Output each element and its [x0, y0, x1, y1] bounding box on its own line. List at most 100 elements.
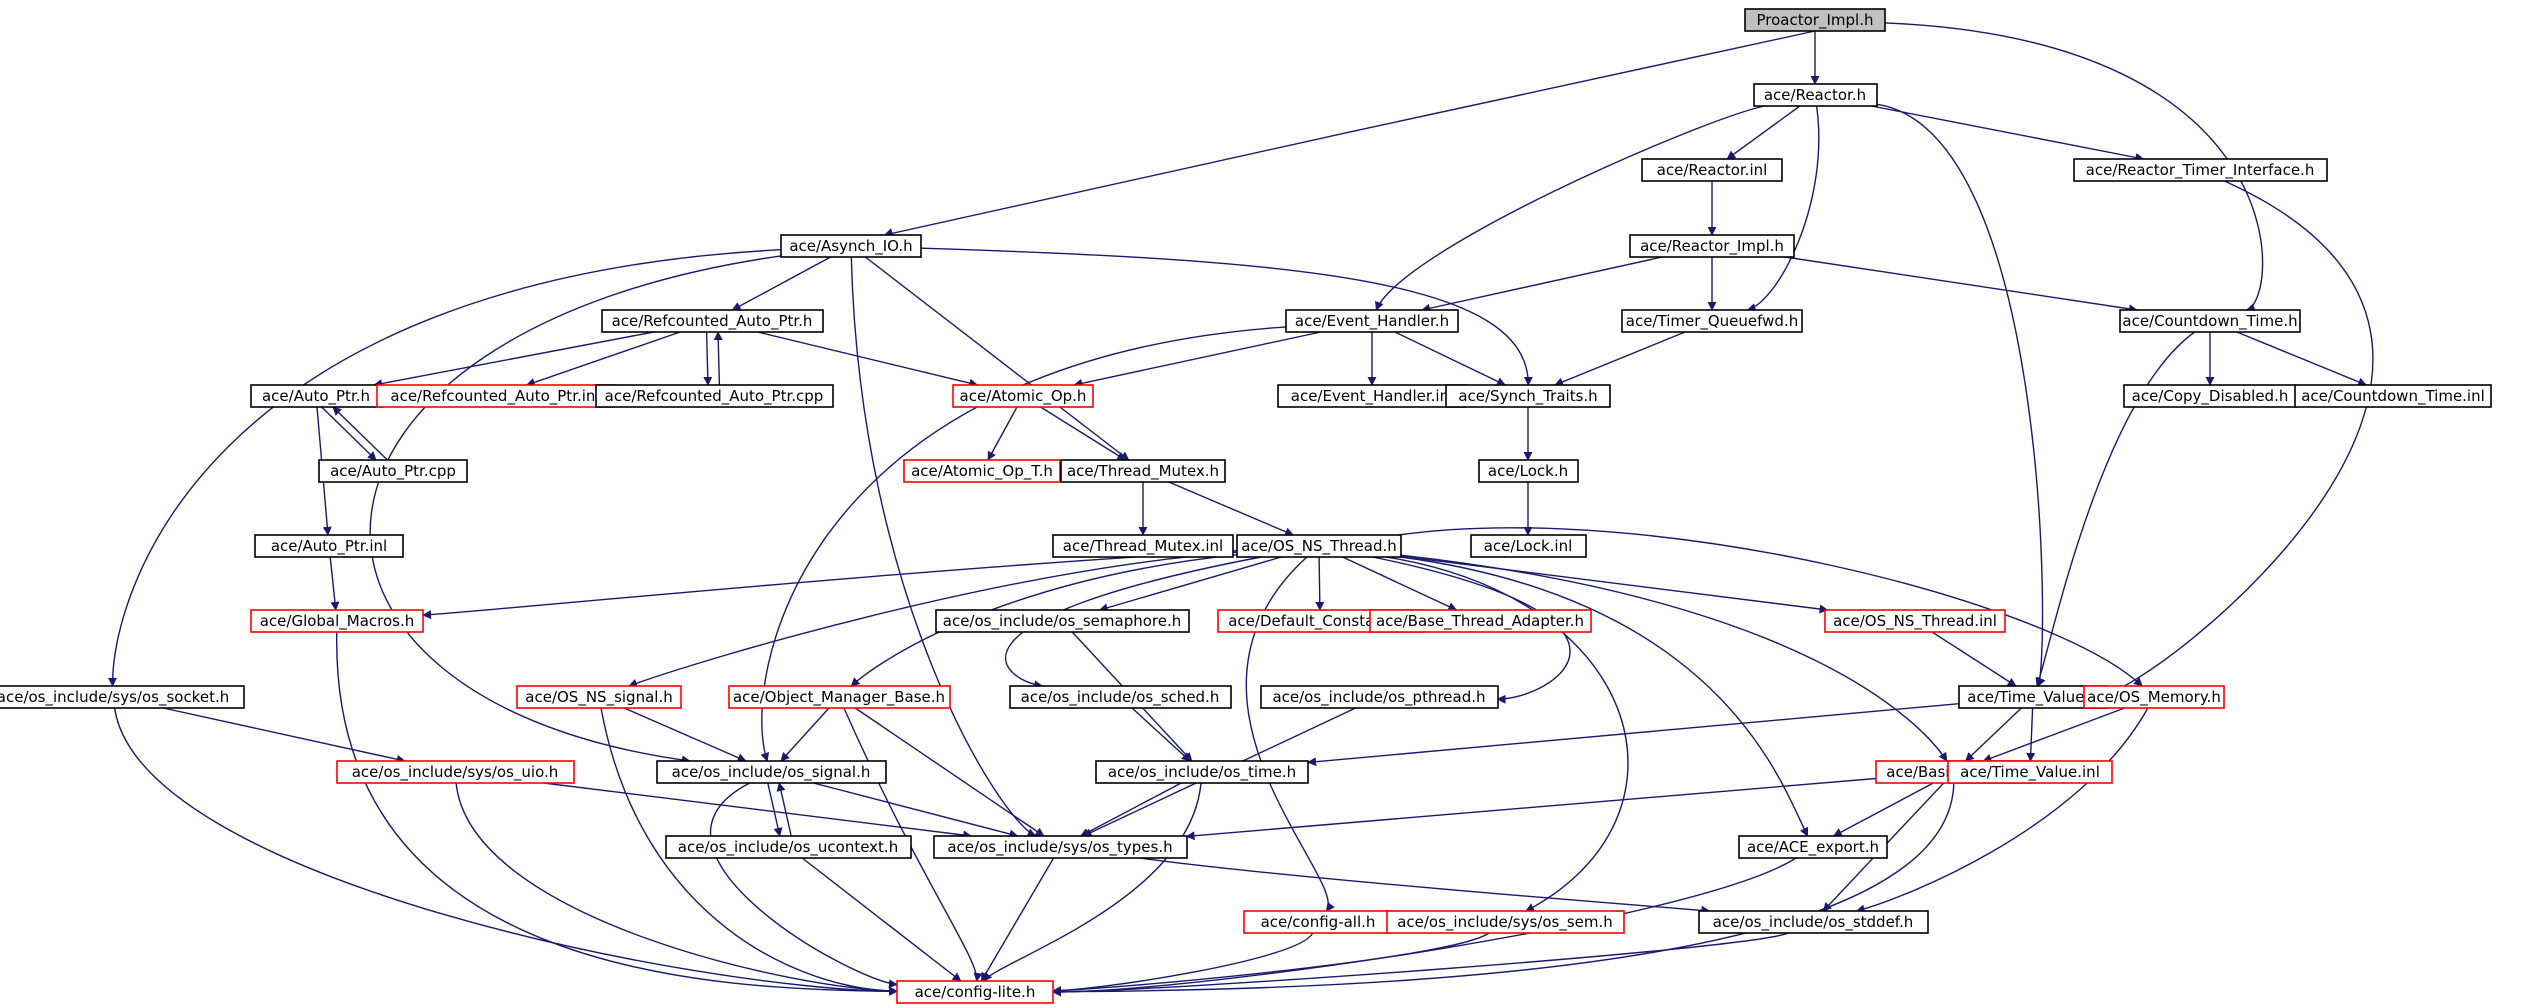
edge-os-ns-signal-to-os-signal [623, 707, 747, 762]
graph-node-reactor-inl[interactable]: ace/Reactor.inl [1641, 158, 1783, 182]
node-box [0, 685, 245, 709]
node-label: ace/os_include/os_pthread.h [1272, 688, 1485, 707]
node-box [1641, 158, 1783, 182]
edge-os-ns-thread-inl-to-time-value [1931, 631, 2017, 687]
edge-event-handler-to-os-signal [760, 326, 1287, 762]
node-label: ace/Atomic_Op.h [960, 387, 1087, 406]
graph-node-reactor-timer-interface[interactable]: ace/Reactor_Timer_Interface.h [2073, 158, 2328, 182]
graph-node-auto-ptr-cpp[interactable]: ace/Auto_Ptr.cpp [318, 459, 468, 483]
graph-node-auto-ptr[interactable]: ace/Auto_Ptr.h [250, 384, 383, 408]
graph-node-reactor[interactable]: ace/Reactor.h [1753, 83, 1878, 107]
node-label: ace/os_include/os_stddef.h [1713, 913, 1914, 932]
edge-proactor-impl-to-asynch-io [883, 30, 1816, 237]
graph-node-os-sem[interactable]: ace/os_include/sys/os_sem.h [1386, 910, 1625, 934]
graph-node-os-ns-thread[interactable]: ace/OS_NS_Thread.h [1236, 534, 1402, 558]
edge-os-sched-to-os-time [1131, 707, 1191, 762]
node-box [933, 835, 1188, 859]
node-label: ace/Time_Value.h [1967, 688, 2098, 707]
edge-os-ucontext-to-os-signal [776, 782, 792, 837]
graph-node-reactor-impl[interactable]: ace/Reactor_Impl.h [1629, 234, 1795, 258]
graph-node-os-ns-thread-inl[interactable]: ace/OS_NS_Thread.inl [1824, 609, 2006, 633]
edge-os-signal-to-os-ucontext [767, 782, 783, 837]
graph-node-global-macros[interactable]: ace/Global_Macros.h [250, 609, 424, 633]
node-label: ace/Refcounted_Auto_Ptr.cpp [605, 387, 824, 406]
edge-refcounted-auto-ptr-to-auto-ptr [373, 331, 655, 388]
graph-node-timer-queuefwd[interactable]: ace/Timer_Queuefwd.h [1621, 309, 1803, 333]
edge-thread-mutex-to-os-ns-thread [1168, 481, 1295, 536]
node-box [1369, 609, 1592, 633]
edge-reactor-to-timer-queuefwd [1746, 105, 1820, 312]
node-label: ace/Reactor_Impl.h [1640, 237, 1784, 256]
edge-asynch-io-to-os-signal [369, 255, 782, 765]
edge-os-ucontext-to-config-lite [801, 857, 962, 982]
graph-node-config-lite[interactable]: ace/config-lite.h [896, 980, 1054, 1004]
node-box [1260, 685, 1499, 709]
graph-node-base-thread-adapter[interactable]: ace/Base_Thread_Adapter.h [1369, 609, 1592, 633]
graph-node-lock-inl[interactable]: ace/Lock.inl [1470, 534, 1587, 558]
edge-os-ns-thread-to-os-memory [1398, 527, 2143, 687]
graph-node-event-handler[interactable]: ace/Event_Handler.h [1285, 309, 1459, 333]
graph-node-countdown-time-inl[interactable]: ace/Countdown_Time.inl [2294, 384, 2492, 408]
graph-node-thread-mutex-inl[interactable]: ace/Thread_Mutex.inl [1052, 534, 1234, 558]
node-box [1947, 760, 2113, 784]
graph-node-os-pthread[interactable]: ace/os_include/os_pthread.h [1260, 685, 1499, 709]
graph-node-os-ucontext[interactable]: ace/os_include/os_ucontext.h [665, 835, 912, 859]
edge-os-stddef-to-config-lite [1052, 932, 1789, 997]
graph-node-object-manager-base[interactable]: ace/Object_Manager_Base.h [728, 685, 951, 709]
graph-node-os-stddef[interactable]: ace/os_include/os_stddef.h [1698, 910, 1929, 934]
node-box [1095, 760, 1309, 784]
node-box [2294, 384, 2492, 408]
edge-os-ns-thread-to-global-macros [422, 550, 1238, 620]
graph-node-lock[interactable]: ace/Lock.h [1478, 459, 1579, 483]
node-box [2073, 158, 2328, 182]
edge-ace-export-to-config-lite [1052, 857, 1797, 997]
graph-node-os-uio[interactable]: ace/os_include/sys/os_uio.h [336, 760, 575, 784]
node-box [250, 609, 424, 633]
graph-node-asynch-io[interactable]: ace/Asynch_IO.h [780, 234, 922, 258]
edge-reactor-to-reactor-inl [1726, 105, 1801, 160]
node-box [1738, 835, 1888, 859]
graph-node-refcounted-auto-ptr-cpp[interactable]: ace/Refcounted_Auto_Ptr.cpp [595, 384, 834, 408]
graph-node-copy-disabled[interactable]: ace/Copy_Disabled.h [2123, 384, 2297, 408]
graph-node-proactor-impl[interactable]: Proactor_Impl.h [1744, 8, 1886, 32]
graph-node-os-memory[interactable]: ace/OS_Memory.h [2083, 685, 2225, 709]
node-label: ace/Auto_Ptr.h [262, 387, 370, 406]
node-label: ace/Synch_Traits.h [1458, 387, 1597, 406]
edge-object-manager-base-to-os-types [854, 707, 1045, 837]
graph-node-synch-traits[interactable]: ace/Synch_Traits.h [1445, 384, 1611, 408]
graph-node-refcounted-auto-ptr-inl[interactable]: ace/Refcounted_Auto_Ptr.inl [376, 384, 615, 408]
graph-node-os-socket[interactable]: ace/os_include/sys/os_socket.h [0, 685, 245, 709]
edge-refcounted-auto-ptr-to-refcounted-auto-ptr-inl [525, 331, 681, 387]
edge-os-time-to-config-lite [983, 782, 1202, 982]
edge-os-ns-thread-to-os-sched [1005, 556, 1262, 690]
graph-node-ace-export[interactable]: ace/ACE_export.h [1738, 835, 1888, 859]
edge-os-signal-to-config-lite [709, 782, 898, 989]
graph-node-thread-mutex[interactable]: ace/Thread_Mutex.h [1060, 459, 1226, 483]
graph-node-auto-ptr-inl[interactable]: ace/Auto_Ptr.inl [254, 534, 404, 558]
edge-asynch-io-to-thread-mutex [864, 256, 1130, 461]
node-label: ace/Time_Value.inl [1960, 763, 2100, 782]
node-box [1621, 309, 1803, 333]
graph-node-os-types[interactable]: ace/os_include/sys/os_types.h [933, 835, 1188, 859]
graph-node-event-handler-inl[interactable]: ace/Event_Handler.inl [1277, 384, 1467, 408]
graph-node-config-all[interactable]: ace/config-all.h [1243, 910, 1393, 934]
graph-node-atomic-op[interactable]: ace/Atomic_Op.h [952, 384, 1094, 408]
node-label: ace/Thread_Mutex.h [1067, 462, 1219, 481]
node-box [318, 459, 468, 483]
graph-node-countdown-time[interactable]: ace/Countdown_Time.h [2119, 309, 2301, 333]
graph-node-os-ns-signal[interactable]: ace/OS_NS_signal.h [516, 685, 682, 709]
edge-reactor-impl-to-event-handler [1421, 256, 1663, 313]
node-label: ace/Reactor.inl [1657, 161, 1768, 179]
edge-reactor-timer-interface-to-time-value [2106, 180, 2374, 697]
node-box [1753, 83, 1878, 107]
edges-layer [107, 22, 2374, 997]
graph-node-os-sched[interactable]: ace/os_include/os_sched.h [1009, 685, 1232, 709]
graph-node-os-semaphore[interactable]: ace/os_include/os_semaphore.h [935, 609, 1190, 633]
graph-node-refcounted-auto-ptr[interactable]: ace/Refcounted_Auto_Ptr.h [601, 309, 824, 333]
graph-node-os-time[interactable]: ace/os_include/os_time.h [1095, 760, 1309, 784]
graph-node-time-value-inl[interactable]: ace/Time_Value.inl [1947, 760, 2113, 784]
edge-os-ns-signal-to-config-lite [600, 707, 898, 996]
edge-os-socket-to-os-uio [163, 707, 406, 764]
graph-node-os-signal[interactable]: ace/os_include/os_signal.h [656, 760, 887, 784]
graph-node-atomic-op-t[interactable]: ace/Atomic_Op_T.h [903, 459, 1061, 483]
